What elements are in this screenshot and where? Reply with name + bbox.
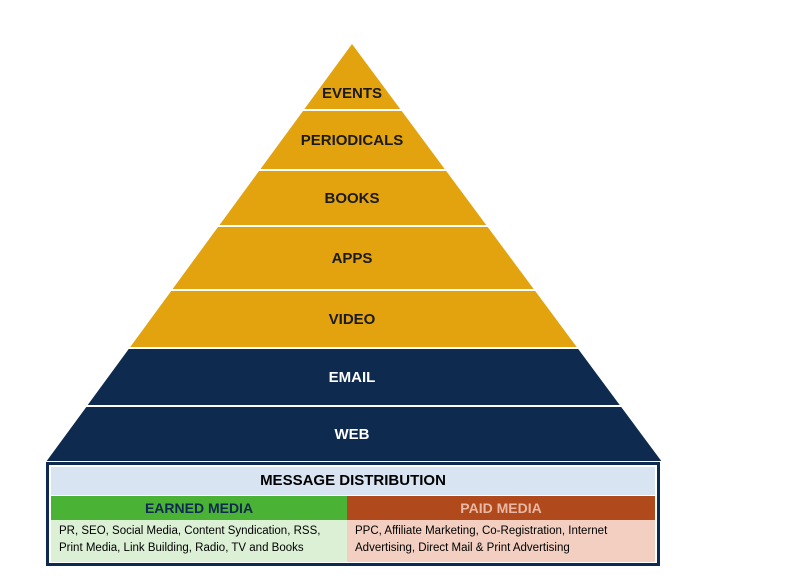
tier-periodicals xyxy=(260,111,445,169)
tier-label-apps: APPS xyxy=(332,250,373,267)
earned-media-channels: PR, SEO, Social Media, Content Syndicati… xyxy=(51,520,347,562)
earned-media-line-2: Print Media, Link Building, Radio, TV an… xyxy=(59,542,304,554)
tier-email xyxy=(87,349,620,405)
earned-media-line-1: PR, SEO, Social Media, Content Syndicati… xyxy=(59,525,321,537)
tier-apps xyxy=(172,227,534,289)
message-distribution-panel: MESSAGE DISTRIBUTION EARNED MEDIA PAID M… xyxy=(46,462,660,566)
paid-media-header: PAID MEDIA xyxy=(347,496,655,520)
paid-media-title: PAID MEDIA xyxy=(460,500,542,516)
message-distribution-title: MESSAGE DISTRIBUTION xyxy=(51,467,655,495)
tier-books xyxy=(219,171,487,225)
tier-label-email: EMAIL xyxy=(329,369,376,386)
paid-media-line-1: PPC, Affiliate Marketing, Co-Registratio… xyxy=(355,525,608,537)
paid-media-channels: PPC, Affiliate Marketing, Co-Registratio… xyxy=(347,520,655,562)
tier-label-video: VIDEO xyxy=(329,311,376,328)
tier-video xyxy=(130,291,577,347)
earned-media-header: EARNED MEDIA xyxy=(51,496,347,520)
tier-label-periodicals: PERIODICALS xyxy=(301,132,404,149)
tier-web xyxy=(46,407,662,461)
tier-label-web: WEB xyxy=(335,426,370,443)
paid-media-line-2: Advertising, Direct Mail & Print Adverti… xyxy=(355,542,570,554)
tier-events xyxy=(304,44,401,109)
tier-label-events: EVENTS xyxy=(322,85,382,102)
earned-media-title: EARNED MEDIA xyxy=(144,500,254,516)
tier-label-books: BOOKS xyxy=(324,190,379,207)
